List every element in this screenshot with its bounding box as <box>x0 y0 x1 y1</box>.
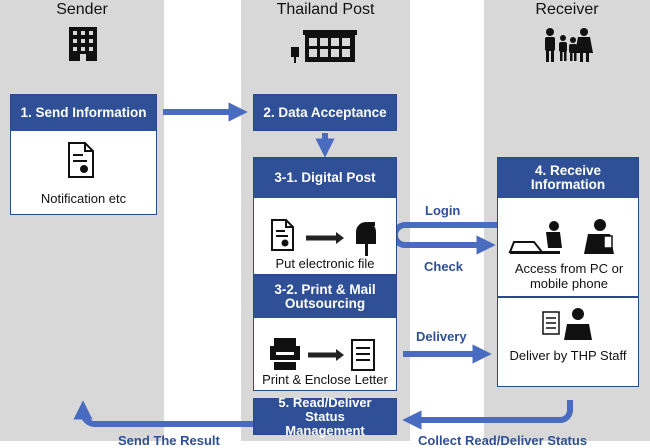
send-information-body: Notification etc <box>40 191 127 206</box>
digital-post-icons <box>271 219 376 256</box>
delivery-label: Delivery <box>416 329 467 344</box>
deliver-staff-box: Deliver by THP Staff <box>497 297 639 387</box>
print-mail-header: 3-2. Print & Mail Outsourcing <box>254 276 396 318</box>
right-arrow-icon <box>306 232 344 244</box>
document-icon <box>68 142 94 178</box>
print-mail-body: Print & Enclose Letter <box>262 372 388 387</box>
post-column-title: Thailand Post <box>276 1 375 18</box>
sender-column: Sender <box>0 0 164 441</box>
receiver-column-title: Receiver <box>535 1 599 18</box>
login-label: Login <box>425 203 461 218</box>
data-acceptance-box: 2. Data Acceptance <box>253 94 397 131</box>
receive-information-icons <box>508 219 614 254</box>
receive-information-box: 4. Receive Information Access from PC or… <box>497 157 639 297</box>
deliver-staff-icons <box>542 308 592 340</box>
person-phone-icon <box>584 219 614 254</box>
read-deliver-box: 5. Read/Deliver Status Management <box>253 395 397 437</box>
right-arrow-icon <box>308 349 344 361</box>
receive-information-header: 4. Receive Information <box>498 158 638 198</box>
letter-icon <box>542 311 560 335</box>
mailbox-icon <box>356 222 376 256</box>
sender-column-title: Sender <box>56 1 108 18</box>
person-document-icon <box>564 308 592 340</box>
person-laptop-icon <box>508 221 562 254</box>
check-label: Check <box>424 259 464 274</box>
print-mail-box: 3-2. Print & Mail Outsourcing Print & En… <box>253 275 397 391</box>
send-information-header: 1. Send Information <box>11 95 156 131</box>
digital-post-header: 3-1. Digital Post <box>254 158 396 198</box>
digital-post-body: Put electronic file <box>275 256 375 271</box>
printer-icon <box>270 338 300 370</box>
print-mail-icons <box>270 338 375 371</box>
arrow-login-check-loop <box>392 222 498 255</box>
receive-information-body: Access from PC or mobile phone <box>514 261 624 291</box>
document-icon <box>271 219 294 251</box>
send-information-box: 1. Send Information Notification etc <box>10 94 157 215</box>
letter-icon <box>351 339 375 371</box>
deliver-staff-body: Deliver by THP Staff <box>509 348 627 363</box>
digital-post-box: 3-1. Digital Post Put electronic file <box>253 157 397 275</box>
